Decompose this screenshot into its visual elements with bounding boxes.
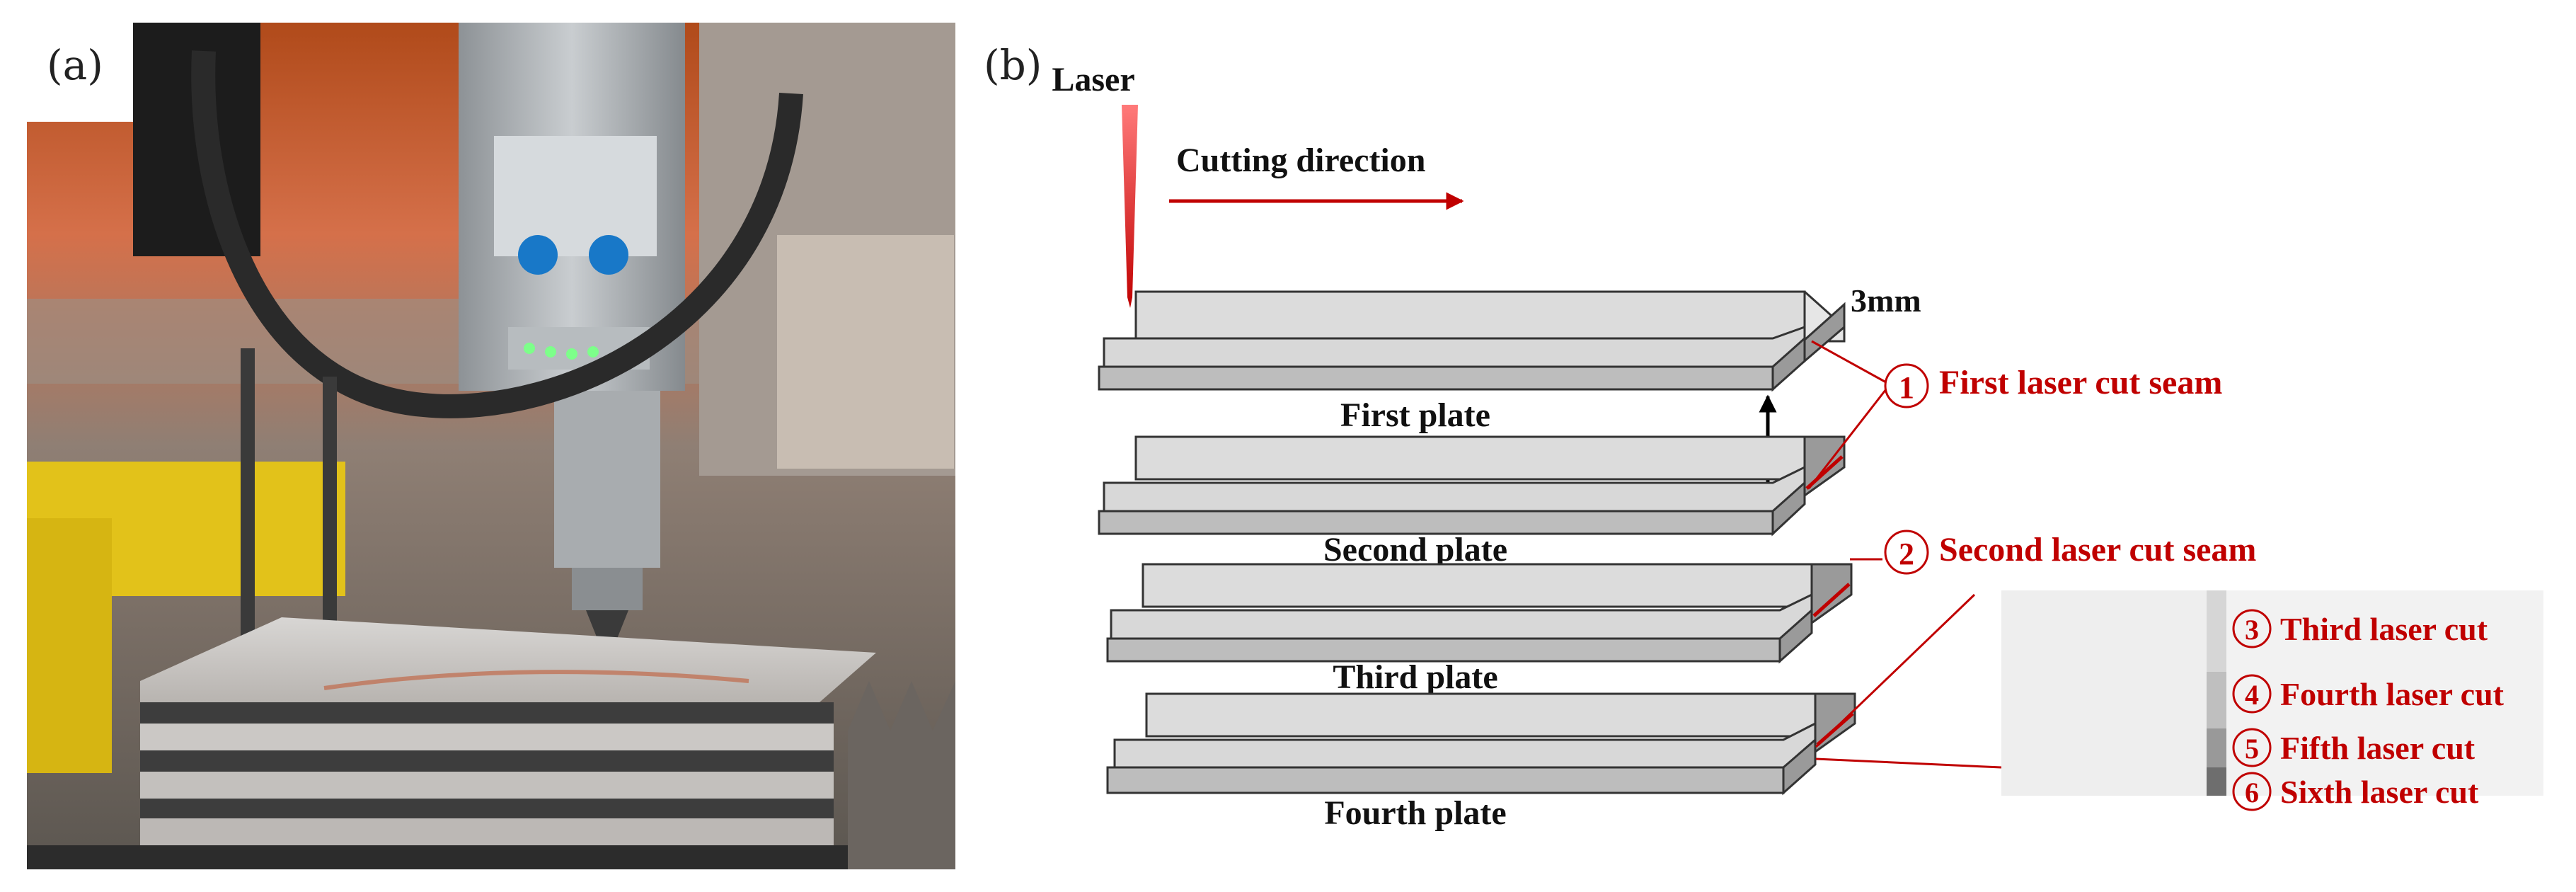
cut-3-swatch (2207, 590, 2226, 672)
cut-4-swatch (2207, 672, 2226, 728)
seam-2-label: Second laser cut seam (1939, 531, 2256, 568)
second-plate-label: Second plate (1323, 531, 1507, 568)
cut-5-swatch (2207, 728, 2226, 767)
seam-1-leader-upper (1812, 341, 1886, 382)
seam-1-number: 1 (1899, 370, 1914, 405)
fourth-plate-shape (1108, 694, 1855, 793)
legend-label-5: Fifth laser cut (2280, 730, 2476, 766)
inset-panel (2001, 590, 2207, 796)
laser-beam (1122, 105, 1138, 308)
laser-label: Laser (1052, 61, 1134, 98)
fourth-plate-label: Fourth plate (1324, 794, 1506, 832)
third-plate-shape (1108, 564, 1851, 661)
legend-label-3: Third laser cut (2280, 611, 2488, 647)
cutting-direction-label: Cutting direction (1176, 142, 1425, 179)
second-plate-shape (1099, 437, 1844, 534)
seam-2-number: 2 (1899, 537, 1914, 571)
third-plate-label: Third plate (1333, 658, 1497, 696)
inset-leader-lower (1816, 759, 2001, 767)
svg-text:5: 5 (2245, 733, 2259, 765)
svg-text:4: 4 (2245, 679, 2259, 711)
cut-6-swatch (2207, 767, 2226, 796)
legend-label-4: Fourth laser cut (2280, 676, 2505, 712)
svg-text:3: 3 (2245, 614, 2259, 646)
legend-label-6: Sixth laser cut (2280, 774, 2479, 810)
seam-1-label: First laser cut seam (1939, 364, 2222, 401)
svg-text:6: 6 (2245, 777, 2259, 808)
first-plate-label: First plate (1340, 396, 1490, 434)
inset-leader-upper (1816, 595, 1974, 747)
thickness-label: 3mm (1851, 282, 1921, 319)
first-plate-shape (1099, 292, 1844, 389)
